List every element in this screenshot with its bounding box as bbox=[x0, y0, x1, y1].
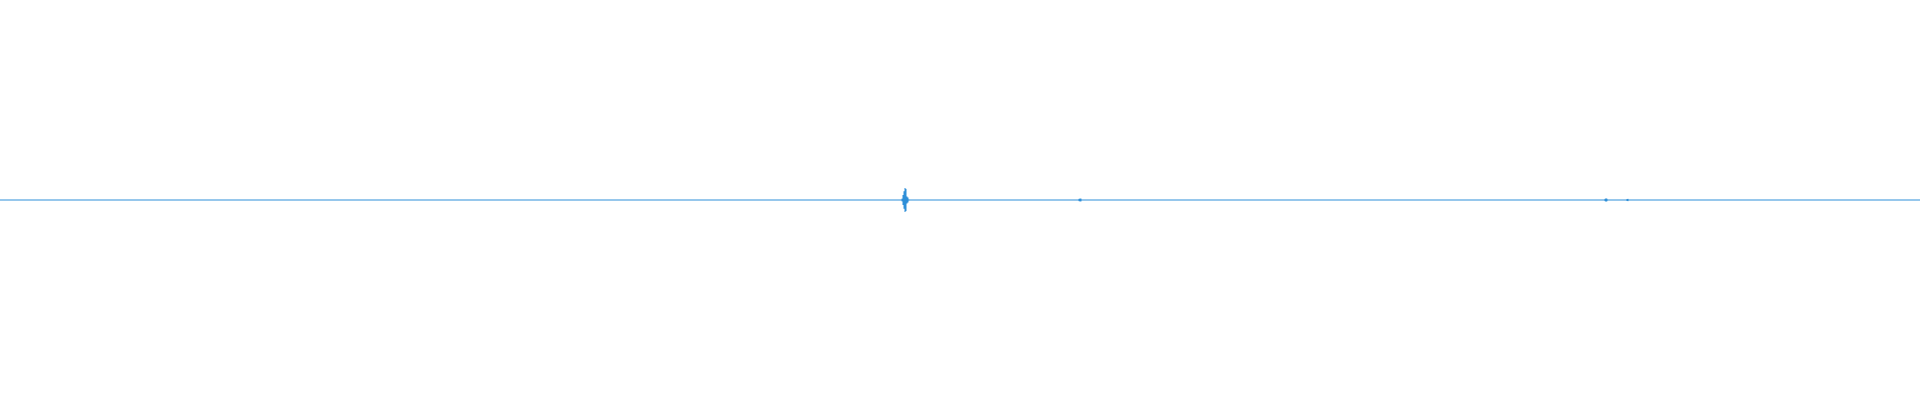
waveform-signal bbox=[0, 188, 1920, 212]
